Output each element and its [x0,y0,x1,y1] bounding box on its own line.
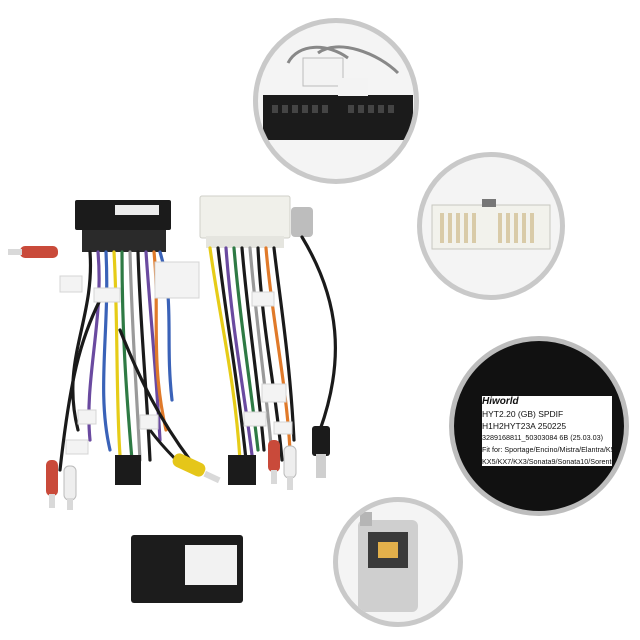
right-connector-base [206,236,284,248]
right-bundle-tags [243,291,293,435]
right-main-connector [199,195,291,239]
antenna-connector [291,207,313,237]
left-rca-plugs [8,246,141,510]
white-connector-detail [431,199,551,250]
grey-connector-detail [358,512,418,612]
black-connector-detail [263,45,413,140]
left-wire-bundle [58,250,192,472]
label-line-1: HYT2.20 (GB) SPDIF [482,409,564,419]
module-sticker: Hiworld HYT2.20 (GB) SPDIF H1H2HYT23A 25… [482,396,629,466]
left-bundle-tags [59,261,200,455]
detail-circle-module-label: Hiworld HYT2.20 (GB) SPDIF H1H2HYT23A 25… [449,336,629,516]
left-connector-base [82,230,166,252]
detail-circle-grey-connector [333,497,463,627]
label-line-4: Fit for: Sportage/Encino/Mistra/Elantra/… [482,445,615,454]
module-box-sticker [185,545,237,585]
left-connector-tag [115,205,159,215]
detail-circle-top-connector [253,18,419,184]
detail-circle-white-connector [417,152,565,300]
label-line-3: 3289168811_50303084 6B (25.03.03) [482,433,603,442]
control-module-box [131,535,243,603]
yellow-rca-plug [148,429,221,484]
label-line-5: KX5/KX7/KX3/Sonata9/Sonata10/Sorento(etc… [482,457,629,466]
label-brand: Hiworld [482,396,519,407]
right-bundle-plugs [228,426,330,490]
label-line-2: H1H2HYT23A 250225 [482,421,567,431]
